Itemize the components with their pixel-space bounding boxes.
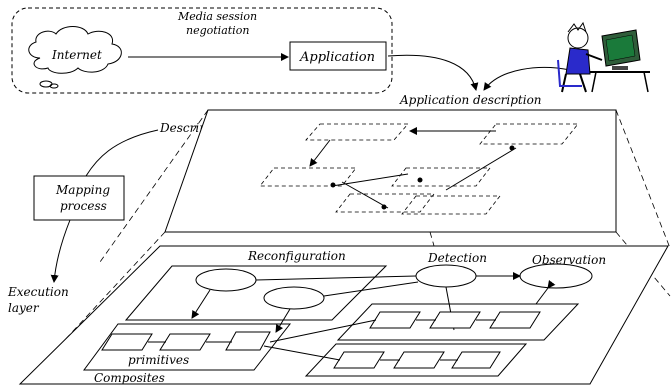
observation-ellipse — [520, 264, 592, 288]
mapping-label: Mapping — [55, 183, 110, 197]
description-layer-plane — [165, 110, 616, 232]
user-to-description-arrow — [484, 67, 570, 90]
reconfiguration-ellipse-2 — [264, 287, 324, 309]
layer-label: layer — [8, 301, 40, 315]
right-bottom-primitives — [334, 352, 500, 368]
internet-label: Internet — [51, 48, 102, 62]
detection-ellipse — [416, 265, 476, 287]
negotiation-label: negotiation — [186, 24, 249, 37]
mapping-to-execution-arrow — [54, 220, 70, 282]
detection-label: Detection — [427, 251, 487, 265]
right-top-primitives — [370, 312, 540, 328]
application-description-label: Application description — [399, 93, 542, 107]
media-session-label: Media session — [177, 10, 257, 23]
process-label: process — [60, 199, 107, 213]
composites-label: Composites — [94, 371, 165, 385]
reconfiguration-ellipse-1 — [196, 269, 256, 291]
application-label: Application — [299, 50, 375, 65]
user-at-computer-icon — [558, 23, 650, 92]
primitives-label: primitives — [128, 353, 189, 367]
left-primitives — [102, 332, 270, 350]
execution-label: Execution — [7, 285, 69, 299]
description-to-mapping-arrow — [86, 130, 158, 176]
app-to-description-arrow — [388, 55, 476, 90]
reconfiguration-label: Reconfiguration — [247, 249, 346, 263]
